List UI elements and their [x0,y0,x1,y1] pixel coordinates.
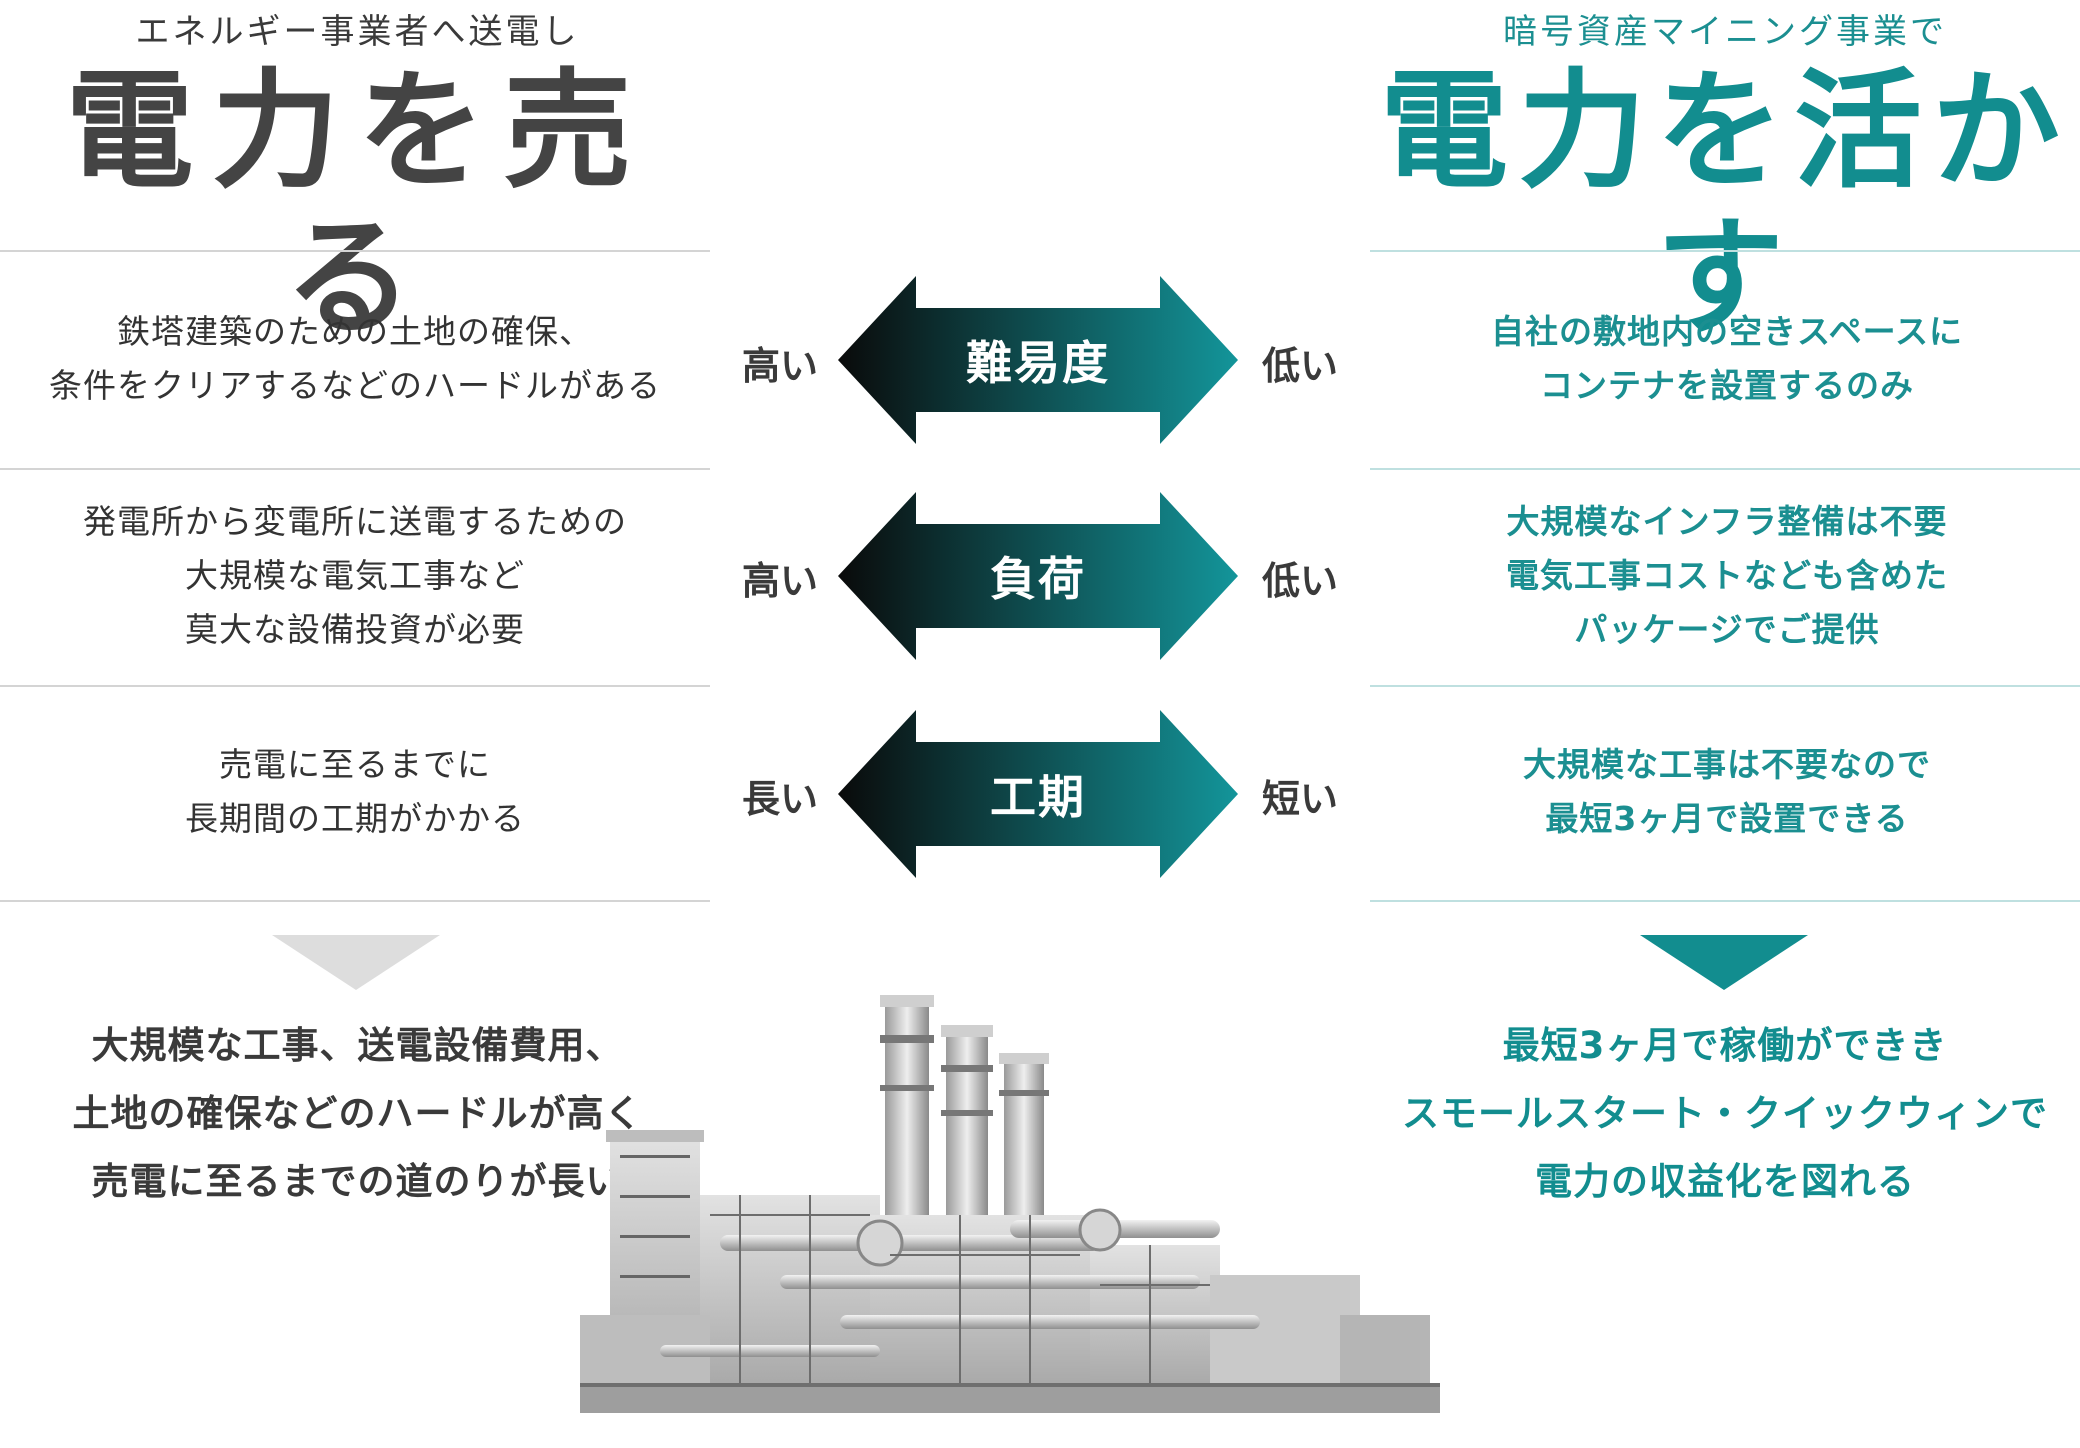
text-line: 電気工事コストなども含めた [1506,556,1948,595]
row-load-right-level: 低い [1261,559,1338,603]
divider-left [0,468,710,470]
double-arrow: 工期 [838,710,1238,878]
divider-right [1370,685,2080,687]
divider-left [0,685,710,687]
text-line: コンテナを設置するのみ [1540,366,1914,405]
text-line: 条件をクリアするなどのハードルがある [49,366,661,405]
text-line: 大規模な電気工事など [185,556,525,595]
summary-line: 電力の収益化を図れる [1535,1160,1915,1203]
summary-line: 売電に至るまでの道のりが長い [91,1160,624,1203]
divider-right [1370,468,2080,470]
text-line: 発電所から変電所に送電するための [83,502,627,541]
summary-line: スモールスタート・クイックウィンで [1402,1092,2048,1135]
row-period-left-level: 長い [741,777,818,821]
row-load-left-text: 発電所から変電所に送電するための 大規模な電気工事など 莫大な設備投資が必要 [0,495,710,657]
text-line: 自社の敷地内の空きスペースに [1490,312,1964,351]
text-line: 鉄塔建築のための土地の確保、 [117,312,593,351]
left-subtitle: エネルギー事業者へ送電し [135,12,580,52]
summary-line: 土地の確保などのハードルが高く [72,1092,643,1135]
divider-right [1370,250,2080,252]
row-difficulty-right-level: 低い [1261,344,1338,388]
summary-line: 大規模な工事、送電設備費用、 [91,1024,624,1067]
right-title: 電力を活かす [1379,57,2070,354]
down-triangle-icon [1640,935,1808,990]
row-difficulty-left-level: 高い [741,344,818,388]
divider-right [1370,900,2080,902]
text-line: 大規模なインフラ整備は不要 [1506,502,1948,541]
double-arrow: 負荷 [838,492,1238,660]
row-period-label: 工期 [990,770,1086,824]
double-arrow-icon [838,276,1238,444]
summary-left: 大規模な工事、送電設備費用、 土地の確保などのハードルが高く 売電に至るまでの道… [0,1012,715,1216]
row-period-left-text: 売電に至るまでに 長期間の工期がかかる [0,738,710,846]
divider-left [0,250,710,252]
row-period-right-text: 大規模な工事は不要なので 最短3ヶ月で設置できる [1372,738,2080,846]
right-subtitle: 暗号資産マイニング事業で [1503,12,1947,52]
power-plant-icon [580,995,1440,1413]
row-load-left-level: 高い [741,559,818,603]
double-arrow: 難易度 [838,276,1238,444]
text-line: 大規模な工事は不要なので [1523,745,1931,784]
divider-left [0,900,710,902]
row-difficulty-left-text: 鉄塔建築のための土地の確保、 条件をクリアするなどのハードルがある [0,305,710,413]
summary-right: 最短3ヶ月で稼働ができき スモールスタート・クイックウィンで 電力の収益化を図れ… [1370,1012,2080,1216]
double-arrow-icon [838,492,1238,660]
row-difficulty-right-text: 自社の敷地内の空きスペースに コンテナを設置するのみ [1372,305,2080,413]
row-load-label: 負荷 [990,552,1086,606]
text-line: 莫大な設備投資が必要 [185,610,525,649]
down-triangle-icon [272,935,440,990]
left-title: 電力を売る [65,57,650,354]
text-line: 長期間の工期がかかる [185,799,525,838]
text-line: 最短3ヶ月で設置できる [1545,799,1909,838]
row-difficulty-label: 難易度 [966,336,1110,390]
double-arrow-icon [838,710,1238,878]
row-period-right-level: 短い [1261,777,1338,821]
text-line: パッケージでご提供 [1574,610,1880,649]
text-line: 売電に至るまでに [219,745,491,784]
summary-line: 最短3ヶ月で稼働ができき [1502,1024,1948,1067]
row-load-right-text: 大規模なインフラ整備は不要 電気工事コストなども含めた パッケージでご提供 [1372,495,2080,657]
